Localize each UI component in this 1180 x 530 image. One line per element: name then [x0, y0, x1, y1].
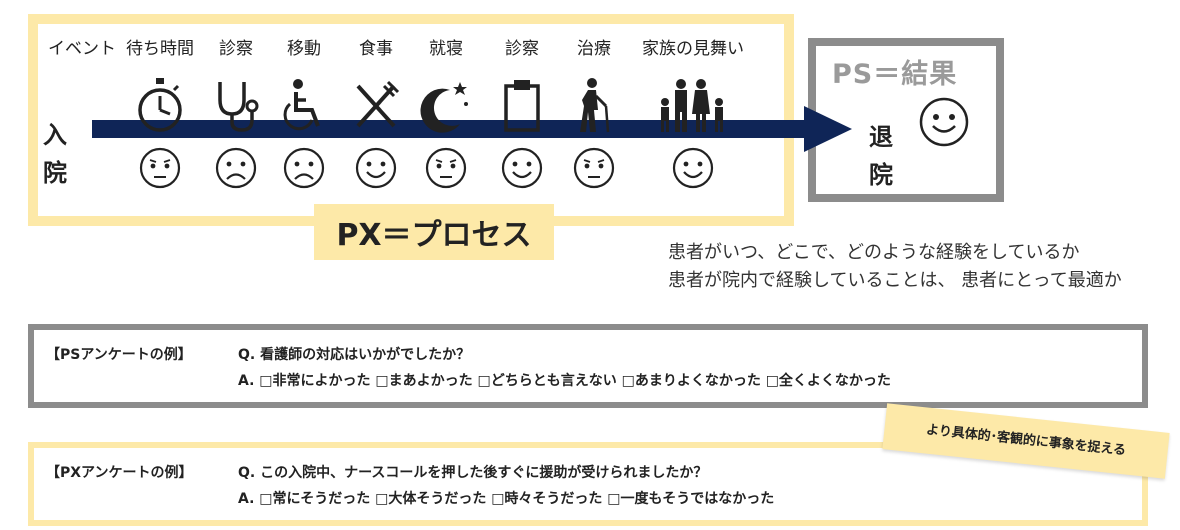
- survey-answers: A. □非常によかった □まあよかった □どちらとも言えない □あまりよくなかっ…: [238, 373, 891, 389]
- ps-survey-example: 【PSアンケートの例】 Q. 看護師の対応はいかがでしたか？ A. □非常によか…: [28, 324, 1148, 408]
- events-heading: イベント: [48, 39, 116, 59]
- event-label: 就寝: [429, 39, 463, 59]
- happy-face-icon: [672, 147, 714, 189]
- px-survey-example: 【PXアンケートの例】 Q. この入院中、ナースコールを押した後すぐに援助が受け…: [28, 442, 1148, 526]
- happy-face-icon: [355, 147, 397, 189]
- worried-face-icon: [573, 147, 615, 189]
- happy-face-icon: [501, 147, 543, 189]
- survey-question: Q. この入院中、ナースコールを押した後すぐに援助が受けられましたか？: [238, 465, 708, 481]
- event-column: 治療: [552, 28, 636, 198]
- discharge-label: 退院: [869, 123, 893, 189]
- sad-face-icon: [283, 147, 325, 189]
- event-column: 移動: [262, 28, 346, 198]
- survey-answers: A. □常にそうだった □大体そうだった □時々そうだった □一度もそうではなか…: [238, 491, 775, 507]
- sad-face-icon: [215, 147, 257, 189]
- survey-question: Q. 看護師の対応はいかがでしたか？: [238, 347, 471, 363]
- event-label: 診察: [505, 39, 539, 59]
- event-column: 就寝: [404, 28, 488, 198]
- walking-cane-icon: [580, 78, 610, 133]
- event-label: 診察: [219, 39, 253, 59]
- event-label: 治療: [577, 39, 611, 59]
- stethoscope-icon: [218, 82, 259, 132]
- stopwatch-icon: [138, 78, 182, 132]
- fork-knife-icon: [356, 80, 400, 128]
- key-question: 患者が院内で経験していることは、 患者にとって最適か: [668, 270, 1122, 291]
- worried-face-icon: [139, 147, 181, 189]
- event-label: 移動: [287, 39, 321, 59]
- clipboard-icon: [504, 80, 540, 132]
- ps-result-title: PS＝結果: [832, 59, 958, 90]
- event-column: 診察: [194, 28, 278, 198]
- event-label: 待ち時間: [126, 39, 194, 59]
- survey-tag: 【PSアンケートの例】: [46, 347, 192, 363]
- event-column: 食事: [334, 28, 418, 198]
- happy-face-icon: [919, 97, 969, 147]
- family-icon: [661, 79, 723, 132]
- moon-stars-icon: [420, 82, 468, 133]
- px-process-title: PX＝プロセス: [336, 218, 532, 253]
- event-column: 待ち時間: [118, 28, 202, 198]
- wheelchair-icon: [283, 79, 320, 131]
- event-column: 診察: [480, 28, 564, 198]
- event-column: 家族の見舞い: [632, 28, 754, 198]
- worried-face-icon: [425, 147, 467, 189]
- event-label: 食事: [359, 39, 393, 59]
- key-question: 患者がいつ、どこで、どのような経験をしているか: [668, 242, 1080, 263]
- admission-label: 入院: [43, 121, 67, 187]
- survey-tag: 【PXアンケートの例】: [46, 465, 193, 481]
- px-label-background: [314, 204, 554, 260]
- event-label: 家族の見舞い: [642, 39, 744, 59]
